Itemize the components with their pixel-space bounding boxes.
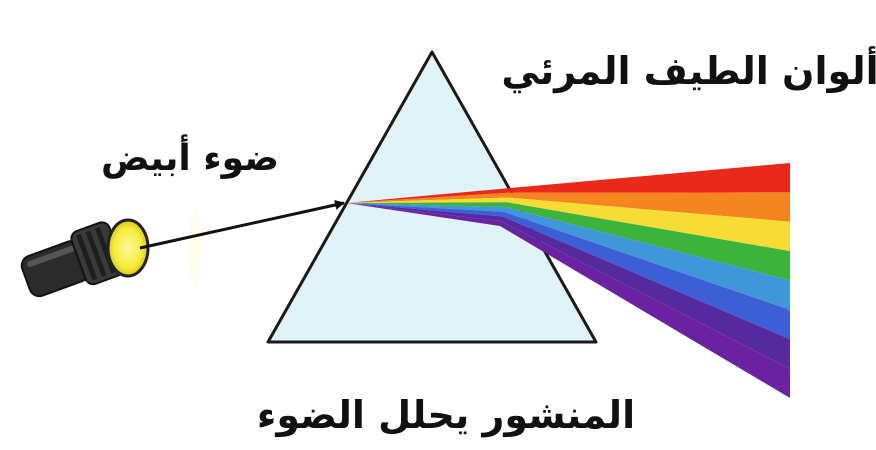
prism-caption: المنشور يحلل الضوء — [257, 393, 635, 437]
spectrum-label: ألوان الطيف المرئي — [501, 46, 876, 93]
white-light-beam — [140, 203, 344, 248]
white-light-label: ضوء أبيض — [101, 134, 279, 179]
flashlight-icon — [17, 208, 201, 306]
